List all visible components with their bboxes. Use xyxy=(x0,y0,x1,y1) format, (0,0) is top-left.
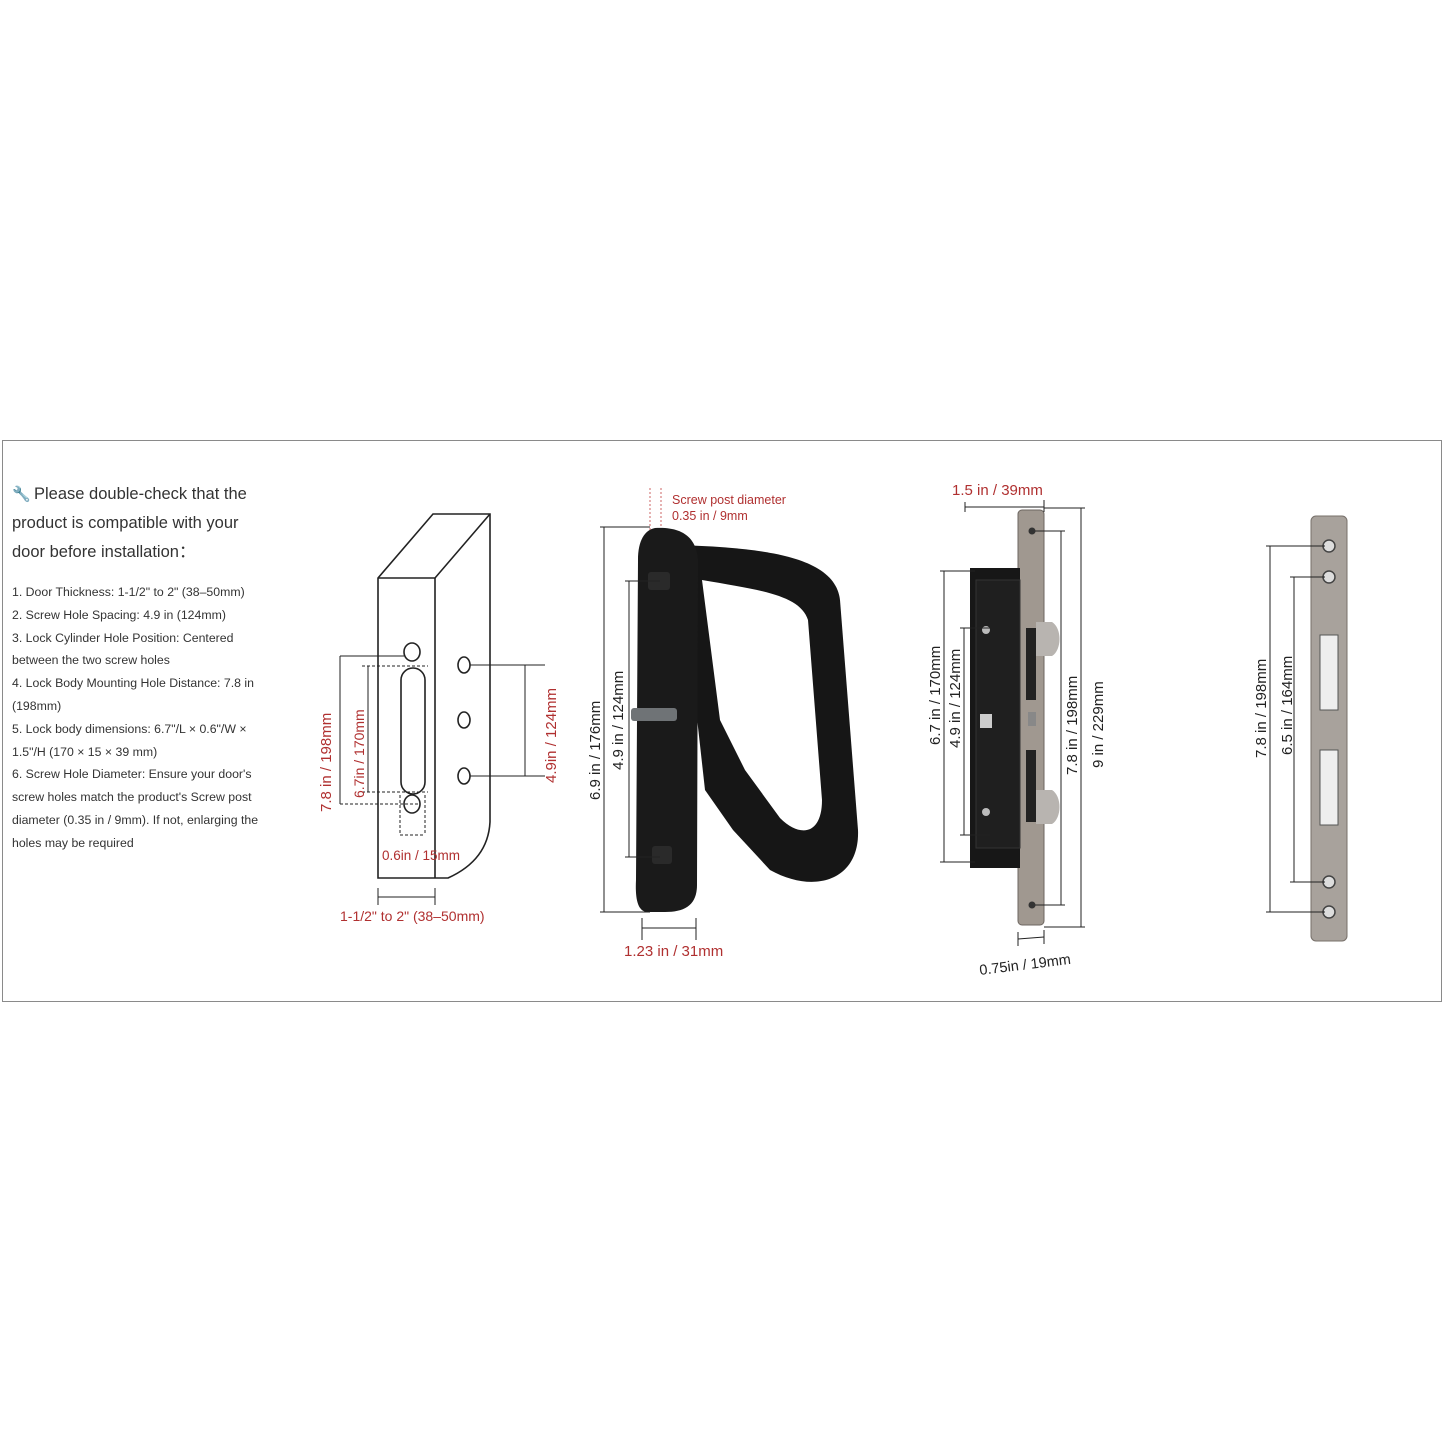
case-screw xyxy=(982,626,990,634)
latch-slot xyxy=(1026,628,1036,700)
face-hole xyxy=(457,767,471,785)
strike-inner-label: 6.5 in / 164mm xyxy=(1279,656,1296,755)
screw-hole xyxy=(403,794,421,814)
door-height-inner-label: 6.7in / 170mm xyxy=(351,709,367,798)
door-thickness-label: 1-1/2" to 2" (38–50mm) xyxy=(340,908,485,924)
hook-bolt xyxy=(1036,622,1060,656)
thumb-latch xyxy=(631,708,677,721)
face-hole xyxy=(457,711,471,729)
list-item: holes may be required xyxy=(12,835,134,850)
notes-heading: 🔧Please double-check that the product is… xyxy=(12,480,287,567)
hook-bolt xyxy=(1036,790,1060,824)
lockbody-plate-label: 9 in / 229mm xyxy=(1090,681,1107,768)
strike-plate-diagram xyxy=(1266,515,1348,942)
list-item: 6. Screw Hole Diameter: Ensure your door… xyxy=(12,767,252,782)
handle-width-label: 1.23 in / 31mm xyxy=(624,943,723,960)
lockbody-width-label: 1.5 in / 39mm xyxy=(952,482,1043,499)
handle-diagram xyxy=(600,488,859,940)
strike-plate xyxy=(1310,515,1348,942)
list-item: diameter (0.35 in / 9mm). If not, enlarg… xyxy=(12,812,259,827)
notes-list: 1. Door Thickness: 1-1/2" to 2" (38–50mm… xyxy=(12,581,287,855)
post-diameter-label-line2: 0.35 in / 9mm xyxy=(672,509,748,523)
screw-post xyxy=(652,846,672,864)
list-item: 1.5"/H (170 × 15 × 39 mm) xyxy=(12,744,158,759)
lockbody-spacing-label: 4.9 in / 124mm xyxy=(947,649,964,748)
plate-screw xyxy=(1028,901,1036,909)
strike-mount-label: 7.8 in / 198mm xyxy=(1253,659,1270,758)
door-screw-spacing-label: 4.9in / 124mm xyxy=(543,688,560,783)
lock-slot xyxy=(400,667,426,795)
handle-spacing-label: 4.9 in / 124mm xyxy=(610,671,627,770)
face-hole xyxy=(457,656,471,674)
wrench-icon: 🔧 xyxy=(12,486,31,503)
latch-slot xyxy=(1026,750,1036,822)
lockbody-thickness-label: 0.75in / 19mm xyxy=(979,952,1072,979)
lockbody-length-label: 6.7 in / 170mm xyxy=(927,646,944,745)
door-top-edge xyxy=(378,513,491,579)
strike-slot xyxy=(1319,634,1339,711)
lockbody-mount-label: 7.8 in / 198mm xyxy=(1064,676,1081,775)
door-hole-offset-label: 0.6in / 15mm xyxy=(382,848,460,863)
list-item: 1. Door Thickness: 1-1/2" to 2" (38–50mm… xyxy=(12,585,245,599)
handle-opening xyxy=(702,580,822,831)
list-item: (198mm) xyxy=(12,698,62,713)
plate-screw xyxy=(1028,527,1036,535)
screw-hole xyxy=(403,642,421,662)
list-item: between the two screw holes xyxy=(12,653,170,668)
latch xyxy=(1028,712,1036,726)
door-height-outer-label: 7.8 in / 198mm xyxy=(318,713,335,812)
door-outline xyxy=(377,513,491,879)
list-item: 2. Screw Hole Spacing: 4.9 in (124mm) xyxy=(12,607,226,622)
strike-slot xyxy=(1319,749,1339,826)
list-item: 5. Lock body dimensions: 6.7"/L × 0.6"/W… xyxy=(12,721,247,736)
case-screw xyxy=(982,808,990,816)
list-item: 4. Lock Body Mounting Hole Distance: 7.8… xyxy=(12,676,254,691)
compatibility-notes: 🔧Please double-check that the product is… xyxy=(12,480,287,855)
cylinder-hole xyxy=(980,714,992,728)
list-item: 3. Lock Cylinder Hole Position: Centered xyxy=(12,630,234,645)
list-item: screw holes match the product's Screw po… xyxy=(12,790,252,805)
lock-body-diagram xyxy=(940,500,1085,946)
post-diameter-label-line1: Screw post diameter xyxy=(672,493,786,507)
handle-height-label: 6.9 in / 176mm xyxy=(587,701,604,800)
door-edge-diagram xyxy=(339,513,545,905)
